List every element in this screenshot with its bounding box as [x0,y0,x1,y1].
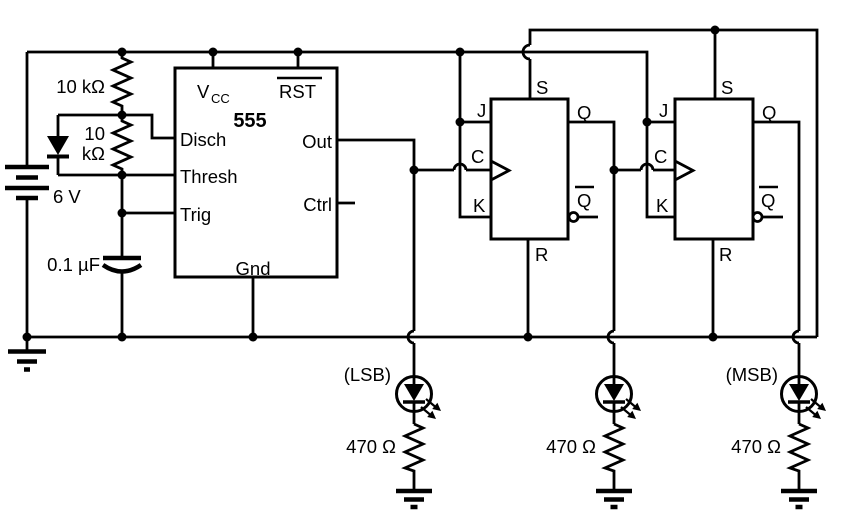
resistor-10k-2 [109,115,135,175]
ff2-label-qbar: Q [761,190,775,211]
jk-flipflop-2: S J C K Q Q R [654,77,783,265]
ff1-clock-triangle [490,159,512,182]
wire-disch-jog [58,113,175,140]
label-555-thresh: Thresh [180,166,238,187]
wire-ff1-q [568,120,616,331]
wire-ff1-jk-tie [458,52,491,219]
wires [25,28,819,384]
ff1-box [489,97,570,241]
ff2-label-r: R [719,244,732,265]
jk-flipflop-1: S J C K Q Q R [471,77,598,265]
led-middle [595,375,641,424]
led-lsb [395,375,441,424]
ic-555: V CC RST 555 Disch Thresh Trig Out Ctrl … [173,66,339,279]
label-r470-msb: 470 Ω [731,436,781,457]
ff1-label-k: K [473,195,486,216]
wire-ff1-clock-hop [452,162,468,171]
ff2-qbar-bubble [751,211,764,223]
led-light-arrows [420,398,441,419]
wire-ff1-s-hop [521,43,531,61]
label-555-name: 555 [233,110,266,132]
battery [5,164,49,201]
resistor-470-lsb [401,422,427,490]
resistor-10k-1 [109,52,135,115]
ff1-label-qbar: Q [577,190,591,211]
wire-ff2-q [753,120,801,331]
label-battery: 6 V [53,186,81,207]
resistor-470-mid [601,422,627,490]
ff1-qbar-bubble [567,211,580,223]
ff2-label-c: C [654,146,667,167]
ff2-clock-triangle [674,159,696,182]
diode [47,136,69,159]
led-light-arrows [620,398,641,419]
label-r470-mid: 470 Ω [546,436,596,457]
ff2-label-s: S [721,77,733,98]
wire-555-out [337,138,416,331]
ff1-label-q: Q [577,102,591,123]
label-555-out: Out [302,131,332,152]
ff2-label-k: K [656,195,669,216]
component-labels: 10 kΩ 10 kΩ 6 V 0.1 µF (LSB) (MSB) 470 Ω… [47,76,781,457]
label-lsb: (LSB) [344,364,391,385]
label-cap: 0.1 µF [47,254,100,275]
label-555-vcc: V [197,81,210,102]
wire-vcc-rail [27,50,675,219]
label-r2-line1: 10 [84,123,105,144]
resistor-470-msb [786,422,812,490]
label-555-trig: Trig [180,204,211,225]
ff1-label-j: J [477,100,486,121]
led-msb [780,375,826,424]
junction-dots [22,25,720,342]
ground-symbol-mid [596,488,632,510]
label-555-disch: Disch [180,129,226,150]
ff2-box [673,97,755,241]
capacitor-01uf [101,255,143,274]
label-r1: 10 kΩ [56,76,105,97]
ic-555-box [173,66,339,279]
ff1-label-s: S [536,77,548,98]
ground-symbol-lsb [396,488,432,510]
ground-symbol-main [8,337,46,372]
wire-s-rail [528,28,819,337]
label-msb: (MSB) [726,364,778,385]
label-r470-lsb: 470 Ω [346,436,396,457]
ff1-label-r: R [535,244,548,265]
ff2-label-q: Q [762,102,776,123]
ff1-label-c: C [471,146,484,167]
label-r2-line2: kΩ [82,143,105,164]
label-555-vcc-sub: CC [211,91,230,106]
label-555-ctrl: Ctrl [303,194,332,215]
wire-ff2-clock-hop [639,162,655,171]
label-555-rst: RST [279,81,316,102]
ff2-label-j: J [659,100,668,121]
ground-symbol-msb [781,488,817,510]
label-555-gnd: Gnd [236,258,271,279]
led-light-arrows [805,398,826,419]
